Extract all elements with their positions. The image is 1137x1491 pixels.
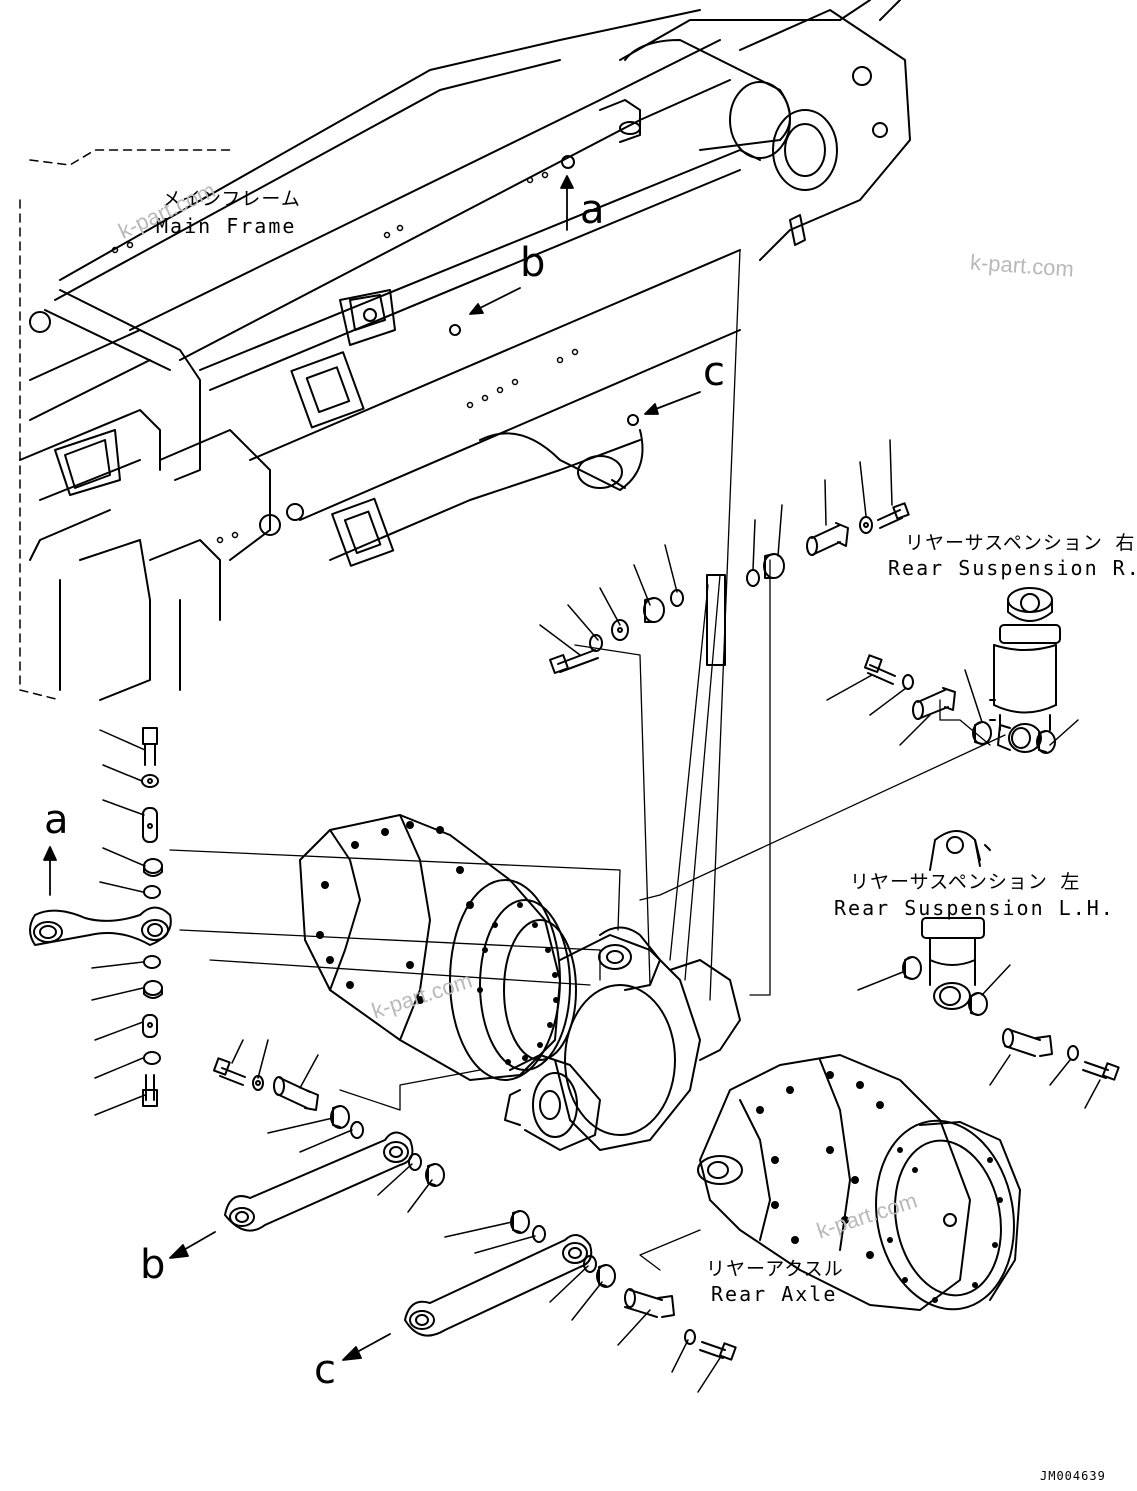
- rear-suspension-lh-label-en: Rear Suspension L.H.: [834, 896, 1115, 920]
- rear-axle-label-jp: リヤーアクスル: [706, 1258, 844, 1280]
- rear-axle-label-en: Rear Axle: [711, 1282, 838, 1306]
- drawing-code: JM004639: [1040, 1469, 1106, 1483]
- frame-arrows: [469, 175, 701, 415]
- rear-suspension-lh-label-jp: リヤーサスペンション 左: [850, 871, 1081, 893]
- callout-c-bottom: c: [314, 1347, 336, 1393]
- callout-b-top: b: [520, 240, 546, 286]
- lower-arrows: [169, 1231, 391, 1361]
- rear-suspension-lh: [902, 830, 1120, 1081]
- rear-suspension-rh-hardware: [549, 502, 910, 674]
- callout-b-bottom: b: [140, 1242, 166, 1288]
- rear-axle-drawing: [299, 814, 1021, 1311]
- lower-link-upper: [212, 1057, 445, 1232]
- rear-suspension-rh-label-jp: リヤーサスペンション 右: [905, 532, 1136, 554]
- rear-suspension-rh: [863, 587, 1061, 754]
- callout-c-top: c: [703, 349, 725, 395]
- left-hardware-stack: [29, 727, 172, 1107]
- axle-label-leader: [639, 1229, 701, 1271]
- rh-leaders: [826, 669, 1079, 746]
- upper-leaders: [539, 439, 893, 656]
- main-frame-label-en: Main Frame: [156, 214, 297, 238]
- callout-a-left: a: [44, 797, 69, 843]
- left-leaders: [91, 729, 146, 1116]
- callout-a-top: a: [580, 187, 605, 233]
- lower-leaders: [231, 1039, 721, 1393]
- lower-link-lower: [404, 1210, 737, 1361]
- main-frame-label-jp: メインフレーム: [162, 188, 301, 210]
- main-frame-drawing: [19, 0, 911, 701]
- lh-leaders: [857, 964, 1101, 1109]
- left-arrow-a: [43, 846, 57, 896]
- rear-suspension-rh-label-en: Rear Suspension R.H.: [888, 556, 1137, 580]
